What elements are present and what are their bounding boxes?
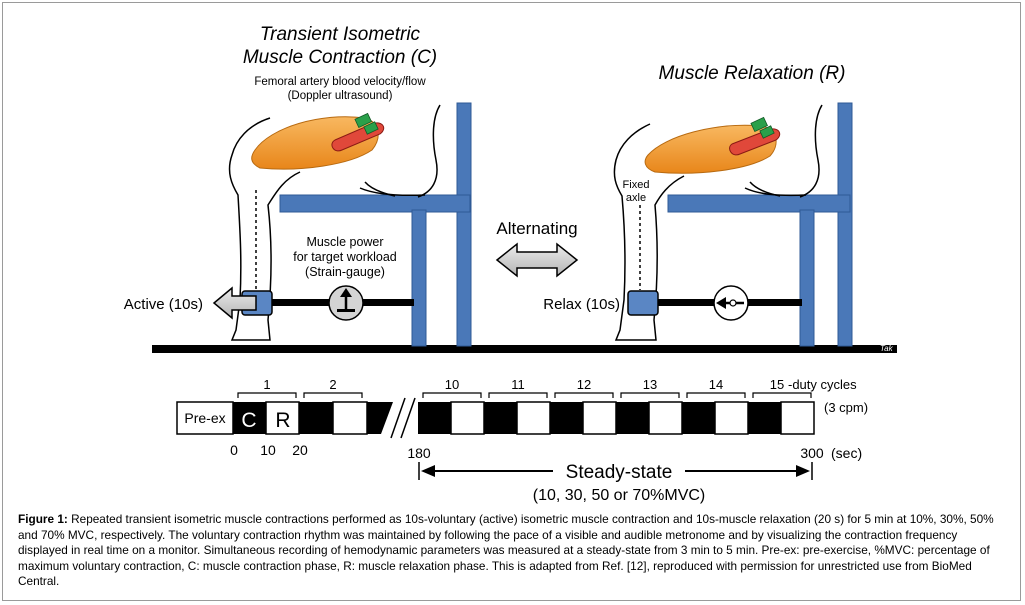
fixed-axle-line2: axle (626, 192, 646, 204)
cpm-label: (3 cpm) (824, 400, 868, 415)
alternating-label: Alternating (496, 219, 577, 238)
left-doppler-probe (354, 112, 379, 135)
early-cycles-bar (299, 401, 393, 435)
pre-ex-label: Pre-ex (184, 410, 225, 426)
right-doppler-probe (750, 116, 775, 139)
cycle-number-13: 13 (643, 377, 657, 392)
caption-text: Repeated transient isometric muscle cont… (18, 512, 994, 589)
steady-cycles-bar (418, 401, 815, 435)
left-title-line1: Transient Isometric (260, 24, 421, 45)
steady-state-label: Steady-state (566, 462, 673, 483)
right-ankle-cuff (627, 290, 659, 316)
steady-state-span (418, 462, 813, 480)
doppler-label-line1: Femoral artery blood velocity/flow (254, 76, 426, 88)
timeline-break (381, 397, 416, 439)
right-muscle (644, 124, 777, 174)
muscle-power-line3: (Strain-gauge) (305, 265, 385, 279)
left-chair (279, 102, 472, 347)
time-tick-10: 10 (260, 442, 276, 458)
relax-label: Relax (10s) (543, 296, 620, 313)
right-chair (667, 102, 853, 347)
active-label: Active (10s) (124, 296, 203, 313)
cycle-number-1: 1 (263, 377, 270, 392)
left-muscle (251, 116, 379, 170)
cycle-brackets (237, 392, 812, 398)
muscle-power-line1: Muscle power (306, 235, 383, 249)
caption-label: Figure 1: (18, 512, 68, 526)
cycle-number-15: 15 (770, 377, 784, 392)
pre-ex-box (176, 401, 234, 435)
left-title-line2: Muscle Contraction (C) (243, 47, 437, 68)
floor-line (152, 345, 897, 353)
cycle-number-12: 12 (577, 377, 591, 392)
active-arrow (212, 286, 257, 320)
doppler-label-line2: (Doppler ultrasound) (288, 90, 393, 102)
relax-gauge-icon (713, 285, 749, 321)
c-phase-block (233, 402, 266, 434)
time-tick-0: 0 (230, 442, 238, 458)
strain-gauge-icon (328, 285, 364, 321)
alternating-double-arrow (495, 242, 579, 278)
right-body-outline (613, 104, 823, 341)
fixed-axle-line1: Fixed (623, 179, 650, 191)
muscle-power-line2: for target workload (293, 250, 397, 264)
left-body-outline (228, 104, 441, 341)
cycle-number-11: 11 (511, 377, 525, 392)
r-phase-label: R (275, 409, 290, 432)
signature: Tak (880, 344, 894, 353)
figure-caption: Figure 1: Repeated transient isometric m… (18, 512, 1010, 590)
mvc-label: (10, 30, 50 or 70%MVC) (533, 487, 706, 504)
time-tick-300: 300 (800, 445, 824, 461)
right-title: Muscle Relaxation (R) (659, 63, 846, 84)
time-unit-label: (sec) (831, 445, 862, 461)
cycle-number-2: 2 (329, 377, 336, 392)
time-tick-20: 20 (292, 442, 308, 458)
duty-cycles-label: -duty cycles (788, 377, 857, 392)
time-tick-180: 180 (407, 445, 431, 461)
cycle-number-10: 10 (445, 377, 459, 392)
c-phase-label: C (241, 409, 256, 432)
cycle-number-14: 14 (709, 377, 723, 392)
